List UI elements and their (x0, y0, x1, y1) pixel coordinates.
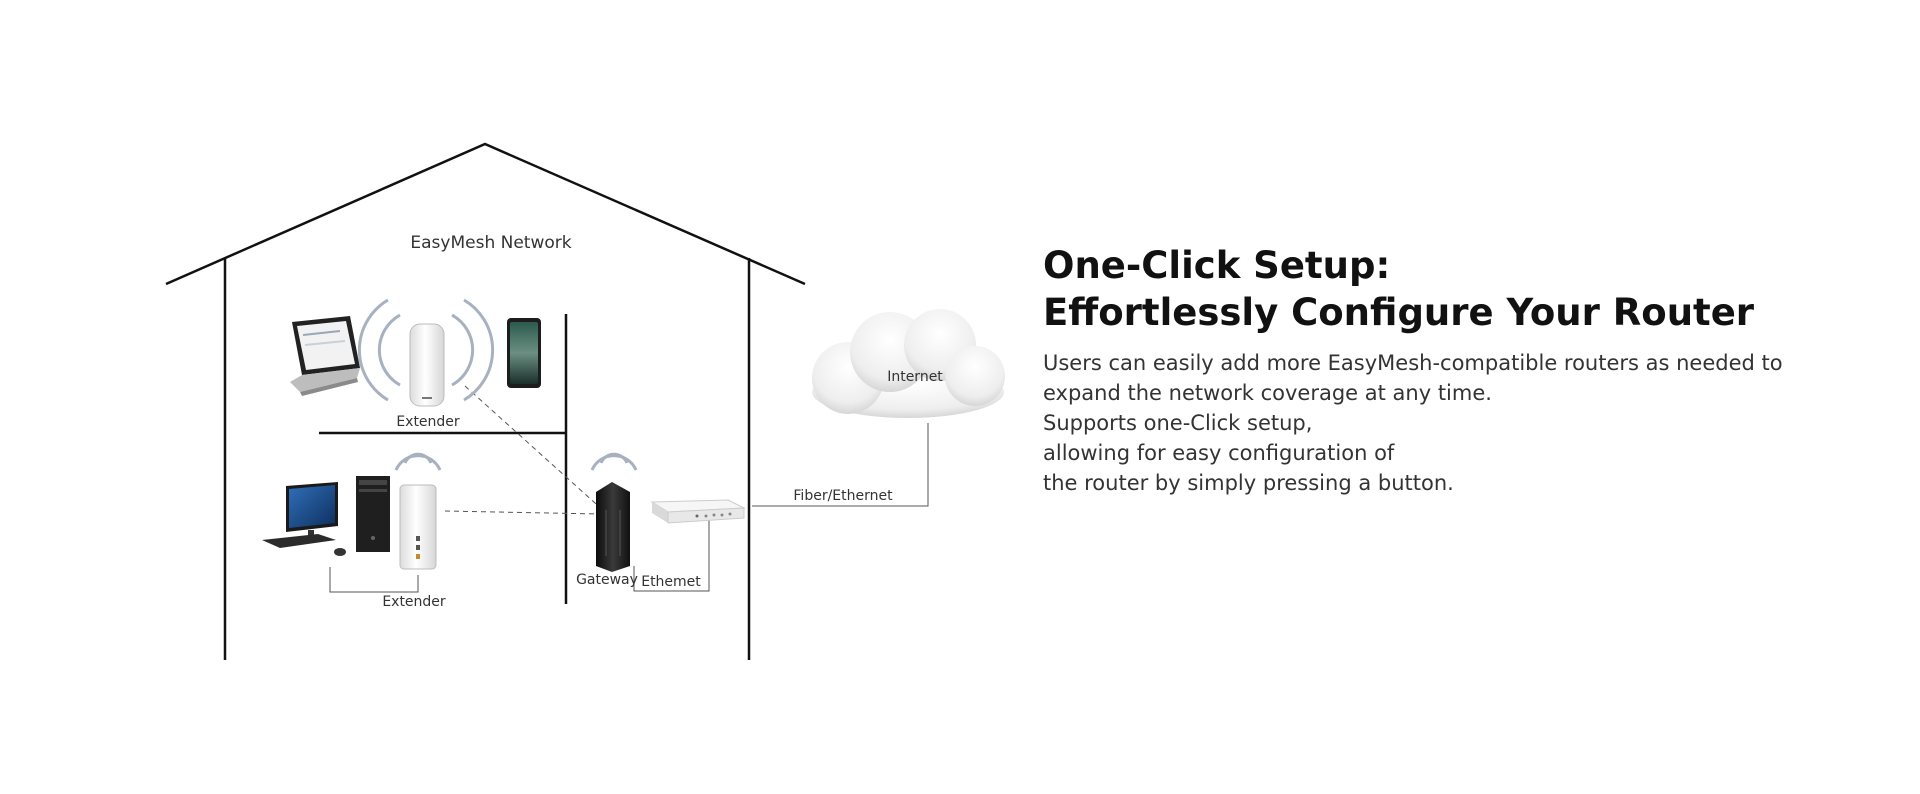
headline-line-2: Effortlessly Configure Your Router (1043, 291, 1755, 334)
body-line: the router by simply pressing a button. (1043, 471, 1454, 495)
wifi-signal-icon (357, 298, 495, 402)
body-line: Supports one-Click setup, (1043, 411, 1313, 435)
modem-ont-icon (650, 499, 746, 524)
feature-description: One-Click Setup: Effortlessly Configure … (1043, 242, 1863, 498)
wireless-link-bottom (444, 510, 601, 515)
body-line: allowing for easy configuration of (1043, 441, 1395, 465)
headline-line-1: One-Click Setup: (1043, 244, 1391, 287)
house-outline (165, 142, 806, 660)
desktop-computer-icon (262, 476, 390, 556)
internet-cloud-icon (812, 309, 1005, 418)
wifi-signal-icon (394, 452, 442, 471)
body-text: Users can easily add more EasyMesh-compa… (1043, 348, 1863, 498)
extender-top-device-icon (409, 323, 445, 407)
house-roof (165, 142, 806, 286)
laptop-icon (290, 316, 360, 396)
gateway-label: Gateway (576, 572, 638, 588)
body-line: Users can easily add more EasyMesh-compa… (1043, 351, 1783, 375)
fiber-ethernet-label: Fiber/Ethernet (793, 488, 893, 504)
ethernet-cable-bottom-left (329, 567, 419, 593)
ethernet-cable-gateway (633, 520, 710, 592)
wireless-link-top (464, 385, 606, 513)
wifi-signal-icon (590, 452, 638, 471)
headline: One-Click Setup: Effortlessly Configure … (1043, 242, 1863, 336)
gateway-router-icon (596, 482, 630, 572)
extender-bottom-label: Extender (382, 594, 446, 610)
ethernet-label: Ethemet (641, 574, 701, 590)
extender-bottom-device-icon (399, 484, 437, 570)
connection-lines (329, 385, 929, 593)
body-line: expand the network coverage at any time. (1043, 381, 1492, 405)
extender-top-label: Extender (396, 414, 460, 430)
network-title: EasyMesh Network (410, 233, 571, 253)
fiber-cable (752, 423, 929, 507)
smartphone-icon (507, 318, 541, 388)
internet-label: Internet (887, 369, 943, 385)
